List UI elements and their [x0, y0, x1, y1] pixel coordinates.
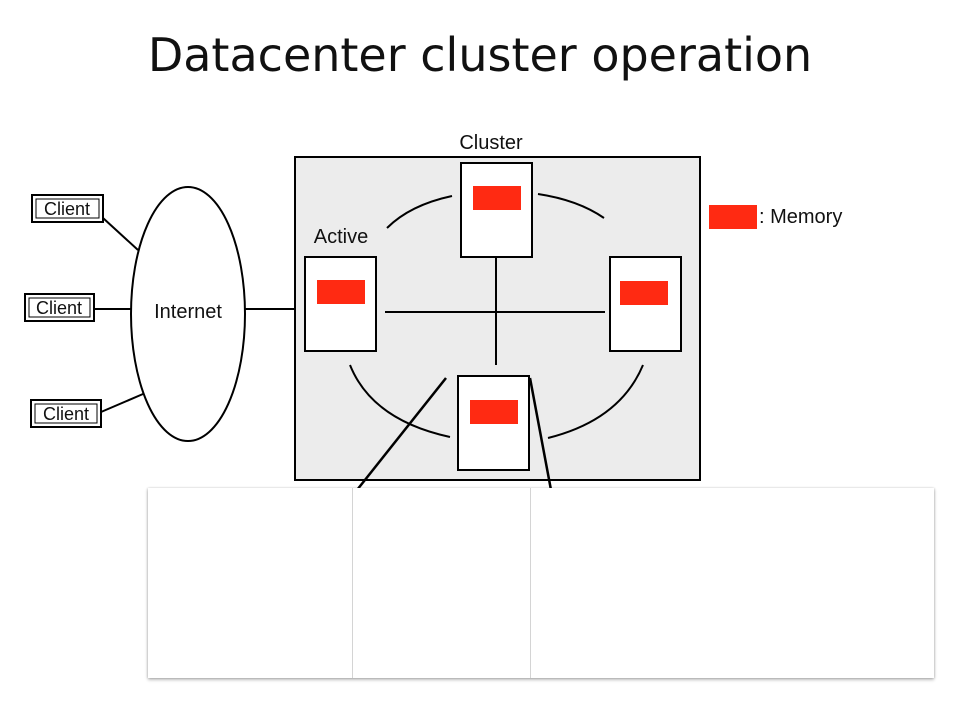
client-link-3	[100, 393, 144, 413]
active-label: Active	[314, 226, 368, 248]
memory-block	[470, 400, 518, 424]
zoom-line-right	[528, 377, 553, 491]
node-top	[460, 162, 533, 258]
client-box: Client	[30, 399, 102, 428]
node-right	[609, 256, 682, 352]
client-label: Client	[44, 199, 90, 219]
node-active	[304, 256, 377, 352]
memory-block	[473, 186, 521, 210]
ring-arc-top-right	[537, 193, 605, 219]
ring-arc-top-left	[386, 195, 453, 229]
slide-title: Datacenter cluster operation	[147, 28, 813, 82]
node-bottom	[457, 375, 530, 471]
zoom-line-left	[356, 377, 447, 491]
memory-block	[317, 280, 365, 304]
memory-detail-panel	[148, 488, 934, 678]
legend-memory-label: : Memory	[759, 206, 842, 228]
client-label: Client	[43, 404, 89, 424]
cluster-label: Cluster	[459, 132, 523, 154]
ring-arc-bottom-right	[547, 364, 644, 439]
client-box: Client	[24, 293, 95, 322]
internet-cloud	[130, 186, 246, 442]
client-link-1	[102, 217, 139, 251]
panel-divider	[352, 488, 353, 678]
panel-divider	[530, 488, 531, 678]
client-label: Client	[36, 298, 82, 318]
ring-arc-bottom-left	[349, 364, 451, 438]
memory-block	[620, 281, 668, 305]
legend-memory-swatch	[709, 205, 757, 229]
internet-label: Internet	[154, 301, 222, 323]
client-box: Client	[31, 194, 104, 223]
